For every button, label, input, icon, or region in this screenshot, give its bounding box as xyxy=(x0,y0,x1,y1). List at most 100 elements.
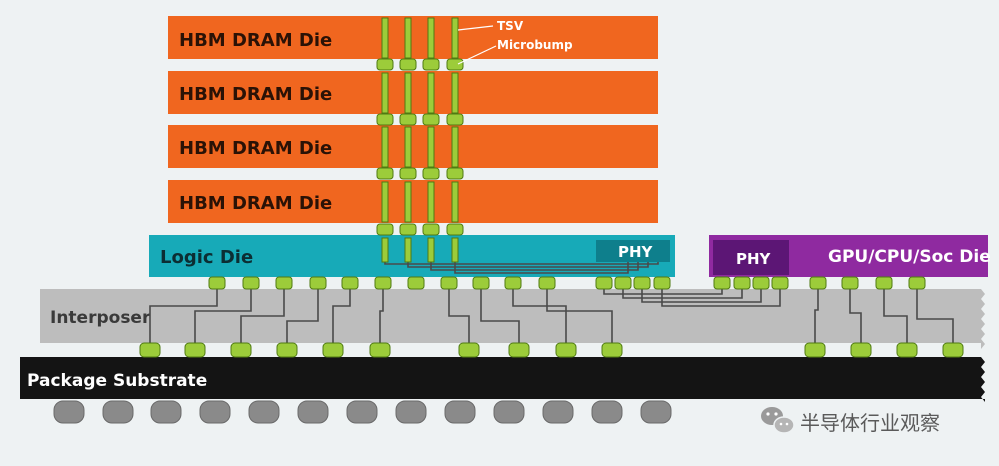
hbm-die-2 xyxy=(168,71,658,114)
microbump xyxy=(422,58,440,71)
hbm-die-label-2: HBM DRAM Die xyxy=(179,84,332,105)
wire xyxy=(916,289,954,343)
tsv xyxy=(451,72,459,114)
microbump xyxy=(399,113,417,126)
solder-ball xyxy=(395,400,427,424)
wire xyxy=(379,289,384,343)
c4-bump xyxy=(322,342,344,358)
hbm-die-label-1: HBM DRAM Die xyxy=(179,30,332,51)
interposer-wiring xyxy=(149,262,954,343)
microbump xyxy=(472,276,490,290)
logic-die-label: Logic Die xyxy=(160,247,253,268)
solder-ball xyxy=(493,400,525,424)
microbump xyxy=(399,58,417,71)
c4-bump xyxy=(555,342,577,358)
tsv xyxy=(427,17,435,59)
solder-ball xyxy=(150,400,182,424)
microbump xyxy=(376,223,394,236)
microbump xyxy=(275,276,293,290)
c4-bump xyxy=(139,342,161,358)
wire xyxy=(407,262,649,268)
package-substrate: Package Substrate xyxy=(20,357,985,402)
solder-ball xyxy=(248,400,280,424)
microbump xyxy=(713,276,731,290)
microbump xyxy=(422,167,440,180)
microbump xyxy=(653,276,671,290)
logic-phy-block xyxy=(596,240,670,262)
microbump xyxy=(407,276,425,290)
wire xyxy=(814,289,819,343)
hbm-die-label-3: HBM DRAM Die xyxy=(179,138,332,159)
soc-phy-label: PHY xyxy=(736,250,772,268)
soc-die-label: GPU/CPU/Soc Die xyxy=(828,247,991,267)
microbump xyxy=(376,167,394,180)
hbm-die-3 xyxy=(168,125,658,168)
tsv xyxy=(381,126,389,168)
tsv xyxy=(404,237,412,263)
microbump xyxy=(595,276,613,290)
solder-ball xyxy=(297,400,329,424)
tsv xyxy=(427,72,435,114)
solder-ball xyxy=(199,400,231,424)
tsv xyxy=(404,181,412,223)
wire xyxy=(661,289,781,307)
wire xyxy=(849,289,862,343)
bump-array xyxy=(139,58,964,358)
wire xyxy=(480,289,520,343)
tsv xyxy=(451,126,459,168)
tsv xyxy=(404,17,412,59)
c4-bump xyxy=(508,342,530,358)
callouts: TSV Microbump xyxy=(457,19,573,65)
soc-phy-block xyxy=(713,240,789,275)
microbump xyxy=(374,276,392,290)
wechat-icon xyxy=(761,407,795,434)
tsv xyxy=(381,72,389,114)
c4-bump xyxy=(458,342,480,358)
microbump xyxy=(446,113,464,126)
wire xyxy=(384,262,659,265)
microbump-leader xyxy=(457,45,497,65)
c4-bump xyxy=(850,342,872,358)
wire xyxy=(641,289,762,303)
wire xyxy=(883,289,908,343)
microbump xyxy=(422,113,440,126)
microbump xyxy=(446,58,464,71)
wire xyxy=(286,289,319,343)
substrate-label: Package Substrate xyxy=(27,371,207,391)
microbump xyxy=(504,276,522,290)
hbm-die-4 xyxy=(168,180,658,223)
c4-bump xyxy=(369,342,391,358)
wire xyxy=(546,289,613,343)
microbump xyxy=(908,276,926,290)
interposer-label: Interposer xyxy=(50,308,151,328)
microbump xyxy=(752,276,770,290)
c4-bump xyxy=(601,342,623,358)
wire xyxy=(512,289,567,343)
solder-ball xyxy=(444,400,476,424)
c4-bump xyxy=(230,342,252,358)
solder-ball xyxy=(542,400,574,424)
interposer: Interposer xyxy=(40,289,985,349)
wire xyxy=(332,289,351,343)
watermark: 半导体行业观察 xyxy=(761,407,940,435)
wire xyxy=(603,289,723,295)
tsv xyxy=(381,181,389,223)
wire xyxy=(454,262,629,274)
microbump xyxy=(309,276,327,290)
watermark-text: 半导体行业观察 xyxy=(800,411,940,435)
tsv xyxy=(427,237,435,263)
microbump xyxy=(809,276,827,290)
tsv-callout: TSV xyxy=(497,19,524,33)
microbump xyxy=(614,276,632,290)
wire xyxy=(430,262,639,271)
microbump xyxy=(399,167,417,180)
solder-ball xyxy=(53,400,85,424)
c4-bump xyxy=(184,342,206,358)
microbump xyxy=(875,276,893,290)
microbump xyxy=(399,223,417,236)
c4-bump xyxy=(896,342,918,358)
solder-ball xyxy=(640,400,672,424)
tsv xyxy=(404,72,412,114)
microbump xyxy=(446,167,464,180)
